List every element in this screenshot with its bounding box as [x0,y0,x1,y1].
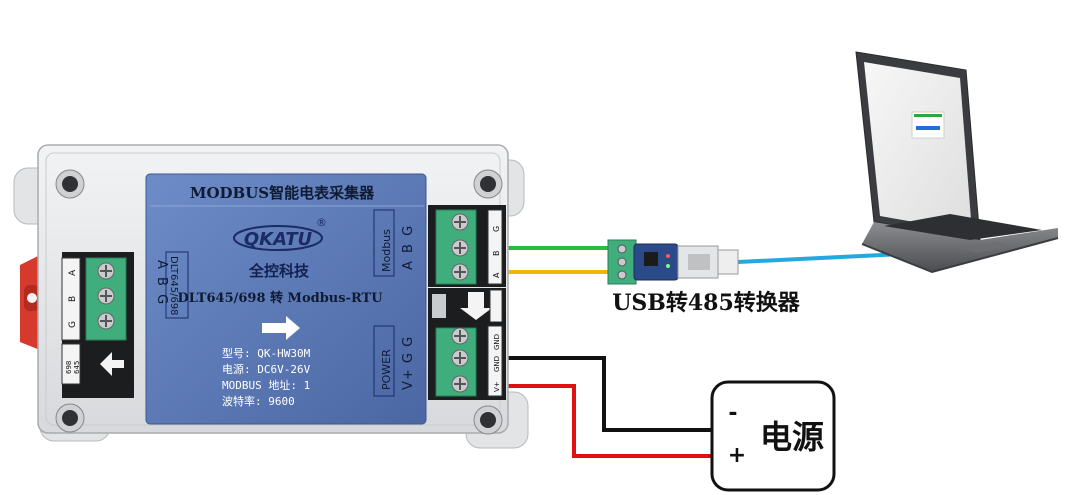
spec-baud-rate: 波特率: 9600 [222,394,295,408]
sticker-pin-a: A [68,269,78,276]
power-port-pins: V+ G G [401,336,416,390]
sticker-pin-g: G [68,321,78,328]
sticker-698: 698 [65,361,73,374]
din-rail-clip [20,255,40,350]
screw-hole [55,169,85,199]
terminal-screw [451,375,469,393]
svg-text:B: B [492,251,501,257]
terminal-screw [451,327,469,345]
arrow-down-icon [460,292,492,320]
faceplate: MODBUS智能电表采集器 QKATU ® 全控科技 DLT645/698 A … [145,173,427,425]
sticker-pin-b: B [68,296,78,302]
power-port-label: POWER [380,349,393,390]
spec-power: 电源: DC6V-26V [222,362,311,376]
terminal-screw [451,213,469,231]
terminal-screw [451,239,469,257]
wire-power-positive [470,384,712,458]
screw-hole [55,403,85,433]
collector-device: G B A 698 645 G B A [13,144,529,449]
arrow-right-icon [262,316,300,340]
dlt-port-label: DLT645/698 [168,256,179,316]
dlt-port-pins: A B G [154,260,169,306]
device-title: MODBUS智能电表采集器 [190,184,375,202]
laptop-screen [864,62,972,232]
brand-name: QKATU [244,229,313,250]
power-supply-box [710,380,836,492]
laptop [855,51,1059,274]
terminal-block-power: GND GND V+ [428,322,506,400]
login-dialog-icon [911,111,945,139]
spec-modbus-address: MODBUS 地址: 1 [222,378,310,392]
converter-label: USB转485转换器 [612,290,801,316]
touchpad [962,242,1012,253]
wiring [470,246,923,458]
power-supply-label: 电源 [760,418,824,456]
power-plus-label: + [728,443,746,468]
terminal-screw [97,312,115,330]
terminal-screw [451,349,469,367]
screw-hole [473,169,503,199]
modbus-port-pins: A B G [401,224,416,270]
svg-text:A: A [492,272,501,278]
arrow-up-icon [100,352,124,376]
protocol-label: DLT645/698 转 Modbus-RTU [177,290,383,306]
sticker-vplus: V+ [493,381,501,392]
modbus-port-label: Modbus [380,229,393,272]
spec-model: 型号: QK-HW30M [222,346,311,360]
sticker-gnd-2: GND [493,356,501,372]
sticker-645: 645 [73,361,81,374]
power-supply: 电源 - + [710,380,836,492]
usb-485-converter [607,239,739,285]
terminal-screw [97,287,115,305]
screw-hole [473,405,503,435]
qkatu-logo: QKATU ® [233,216,327,251]
brand-registered-mark: ® [316,216,327,229]
terminal-block-dlt645: G B A 698 645 [61,252,134,398]
wire-power-negative [470,356,712,432]
terminal-screw [97,262,115,280]
terminal-block-modbus: G B A [428,205,506,287]
svg-text:G: G [492,226,501,232]
laptop-base [862,222,1058,272]
brand-chinese: 全控科技 [248,262,310,280]
middle-connector [428,288,506,324]
keyboard [884,214,1042,240]
sticker-gnd-1: GND [493,334,501,350]
terminal-screw [451,263,469,281]
power-minus-label: - [728,401,737,426]
